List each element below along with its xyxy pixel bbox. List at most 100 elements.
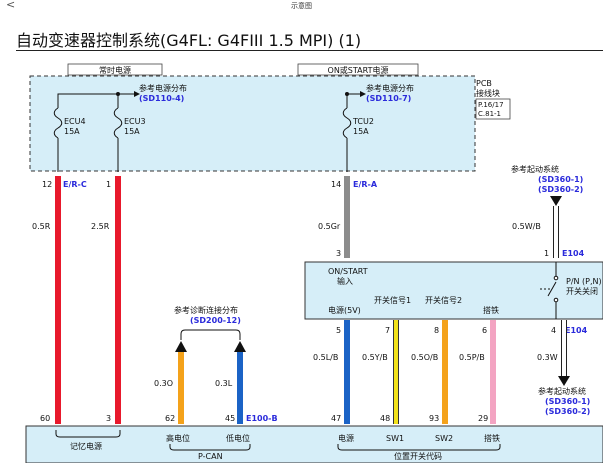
label-sw1: SW1: [386, 434, 404, 443]
diag-brace: [180, 329, 241, 340]
pcb-name2: 接线块: [476, 88, 500, 98]
start-ref-bottom-arrow: [558, 376, 570, 386]
wire-label-25r: 2.5R: [91, 222, 110, 231]
diag-arrow-high: [175, 341, 187, 352]
wire-label-05r: 0.5R: [32, 222, 51, 231]
diag-ref-label: 参考诊断连接分布: [174, 305, 238, 315]
tcm-block: [25, 425, 603, 463]
pin-4-switch: 4: [551, 326, 556, 335]
start-ref-top-label: 参考起动系统: [511, 164, 559, 174]
pcb-ref1: P.16/17: [478, 101, 504, 109]
start-ref-bottom-r2: (SD360-2): [545, 407, 590, 416]
pcb-ref2: C.81-1: [478, 110, 501, 118]
wire-label-05yb: 0.5Y/B: [362, 353, 388, 362]
pin-93: 93: [429, 414, 439, 423]
fuse-ecu4-name: ECU4: [64, 117, 86, 126]
switch-gnd: 搭铁: [483, 305, 499, 315]
brace-pcan: [169, 444, 251, 451]
ref-arrow-right: [360, 91, 366, 97]
wire-label-03o: 0.3O: [154, 379, 173, 388]
pin-5-switch: 5: [336, 326, 341, 335]
switch-sig1: 开关信号1: [374, 295, 411, 305]
fuse-ecu4-amp: 15A: [64, 127, 80, 136]
label-gnd: 搭铁: [484, 433, 500, 443]
wire-label-05lb: 0.5L/B: [313, 353, 338, 362]
wire-label-05gr: 0.5Gr: [318, 222, 341, 231]
start-ref-top-r2: (SD360-2): [538, 185, 583, 194]
switch-power5v: 电源(5V): [328, 305, 361, 315]
status-bar: < 示意图: [0, 0, 603, 12]
power-on-box: [297, 63, 419, 76]
ref-sd1107: (SD110-7): [366, 94, 411, 103]
code-e104-top: E104: [562, 249, 585, 258]
fuse-ecu3: [113, 100, 123, 172]
start-ref-bottom-r1: (SD360-1): [545, 397, 590, 406]
start-ref-bottom-label: 参考起动系统: [538, 386, 586, 396]
pcb-node-right: [345, 92, 349, 96]
pin-8-switch: 8: [434, 326, 439, 335]
label-pcan: P-CAN: [198, 452, 223, 461]
pin-62: 62: [165, 414, 175, 423]
pin-3: 3: [106, 414, 111, 423]
fuse-ecu3-amp: 15A: [124, 127, 140, 136]
label-sw2: SW2: [435, 434, 453, 443]
page-title: 自动变速器控制系统(G4FL: G4FIII 1.5 MPI) (1): [16, 31, 362, 50]
pin-48: 48: [380, 414, 390, 423]
ref-arrow-left: [134, 91, 140, 97]
pin-45: 45: [225, 414, 235, 423]
wire-label-05wb: 0.5W/B: [512, 222, 541, 231]
fuse-tcu2-amp: 15A: [353, 127, 369, 136]
ref-dist-right: 参考电源分布: [366, 83, 414, 93]
diag-arrow-low: [234, 341, 246, 352]
fuse-tcu2-name: TCU2: [352, 117, 374, 126]
code-era: E/R-A: [353, 180, 378, 189]
power-always-box: [67, 63, 163, 76]
switch-input: 输入: [337, 276, 353, 286]
pin-60: 60: [40, 414, 50, 423]
pin-6-switch: 6: [482, 326, 487, 335]
switch-pn1: P/N (P,N): [566, 277, 602, 286]
pcb-ref-box: [475, 98, 511, 120]
pcb-bus-left: [57, 93, 119, 100]
pin-29: 29: [478, 414, 488, 423]
pin-1-switch: 1: [544, 249, 549, 258]
pin-7-switch: 7: [385, 326, 390, 335]
back-icon[interactable]: <: [6, 0, 16, 11]
code-e100b: E100-B: [246, 414, 278, 423]
label-power: 电源: [338, 433, 354, 443]
fuse-tcu2: [342, 100, 352, 172]
power-on-label: ON或START电源: [328, 65, 389, 75]
switch-on-start: ON/START: [328, 267, 368, 276]
pcb-node-left: [116, 92, 120, 96]
pn-switch-icon: [540, 262, 559, 319]
pcb-name: PCB: [476, 79, 492, 88]
switch-pn2: 开关关闭: [566, 286, 598, 296]
pcb-block: [29, 75, 476, 172]
pin-3-switch: 3: [336, 249, 341, 258]
brace-mem-power: [55, 430, 121, 438]
pin-12: 12: [42, 180, 52, 189]
code-e104-bottom: E104: [565, 326, 588, 335]
label-mem-power: 记忆电源: [70, 441, 102, 451]
brace-pos-code: [337, 444, 501, 451]
diag-ref-code: (SD200-12): [190, 316, 241, 325]
ref-dist-left: 参考电源分布: [139, 83, 187, 93]
pin-14: 14: [331, 180, 341, 189]
fuse-ecu3-name: ECU3: [124, 117, 146, 126]
wire-label-03l: 0.3L: [215, 379, 233, 388]
pin-1-top: 1: [106, 180, 111, 189]
label-pos-code: 位置开关代码: [394, 451, 442, 461]
title-rule: [16, 50, 603, 51]
label-low: 低电位: [226, 433, 250, 443]
label-high: 高电位: [166, 433, 190, 443]
switch-box: [304, 261, 603, 320]
fuse-ecu4: [53, 100, 63, 172]
wire-label-03w: 0.3W: [537, 353, 558, 362]
start-ref-top-r1: (SD360-1): [538, 175, 583, 184]
pin-47: 47: [331, 414, 341, 423]
start-ref-top-arrow: [550, 196, 562, 206]
ref-sd1104: (SD110-4): [139, 94, 184, 103]
wire-label-05pb: 0.5P/B: [459, 353, 485, 362]
switch-sig2: 开关信号2: [425, 295, 462, 305]
